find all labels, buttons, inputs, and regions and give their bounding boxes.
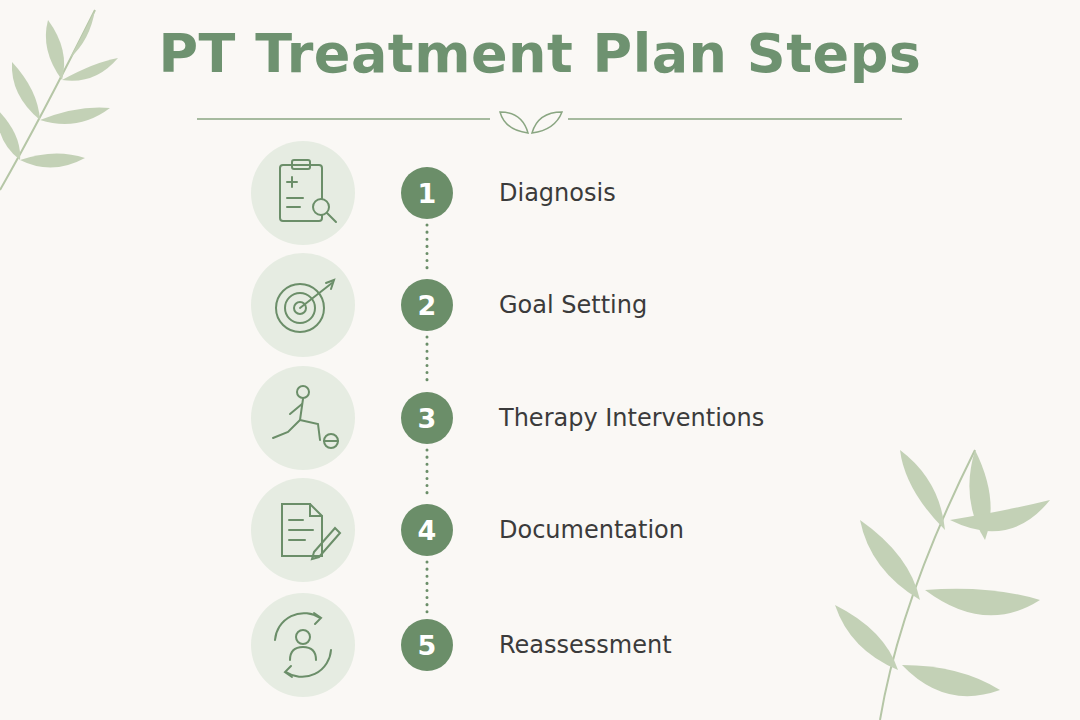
- step-label: Therapy Interventions: [499, 404, 764, 432]
- step-label: Documentation: [499, 516, 684, 544]
- step-node: 5 Reassessment: [401, 619, 672, 671]
- step-number: 3: [401, 392, 453, 444]
- leaf-branch: [835, 450, 1050, 720]
- step-number: 2: [401, 279, 453, 331]
- step-node: 2 Goal Setting: [401, 279, 647, 331]
- step-number: 1: [401, 167, 453, 219]
- dotted-connector: [427, 337, 428, 386]
- title: PT Treatment Plan Steps: [0, 22, 1080, 85]
- step-label: Diagnosis: [499, 179, 616, 207]
- dotted-connector: [427, 450, 428, 498]
- step-number: 5: [401, 619, 453, 671]
- step-node: 4 Documentation: [401, 504, 684, 556]
- step-node: 3 Therapy Interventions: [401, 392, 764, 444]
- step-label: Reassessment: [499, 631, 672, 659]
- step-node: 1 Diagnosis: [401, 167, 616, 219]
- step-label: Goal Setting: [499, 291, 647, 319]
- step-number: 4: [401, 504, 453, 556]
- leaf-branch: [0, 10, 118, 190]
- dotted-connector: [427, 562, 428, 613]
- dotted-connector: [427, 225, 428, 273]
- step-icons: [251, 141, 355, 697]
- title-divider: [197, 112, 902, 133]
